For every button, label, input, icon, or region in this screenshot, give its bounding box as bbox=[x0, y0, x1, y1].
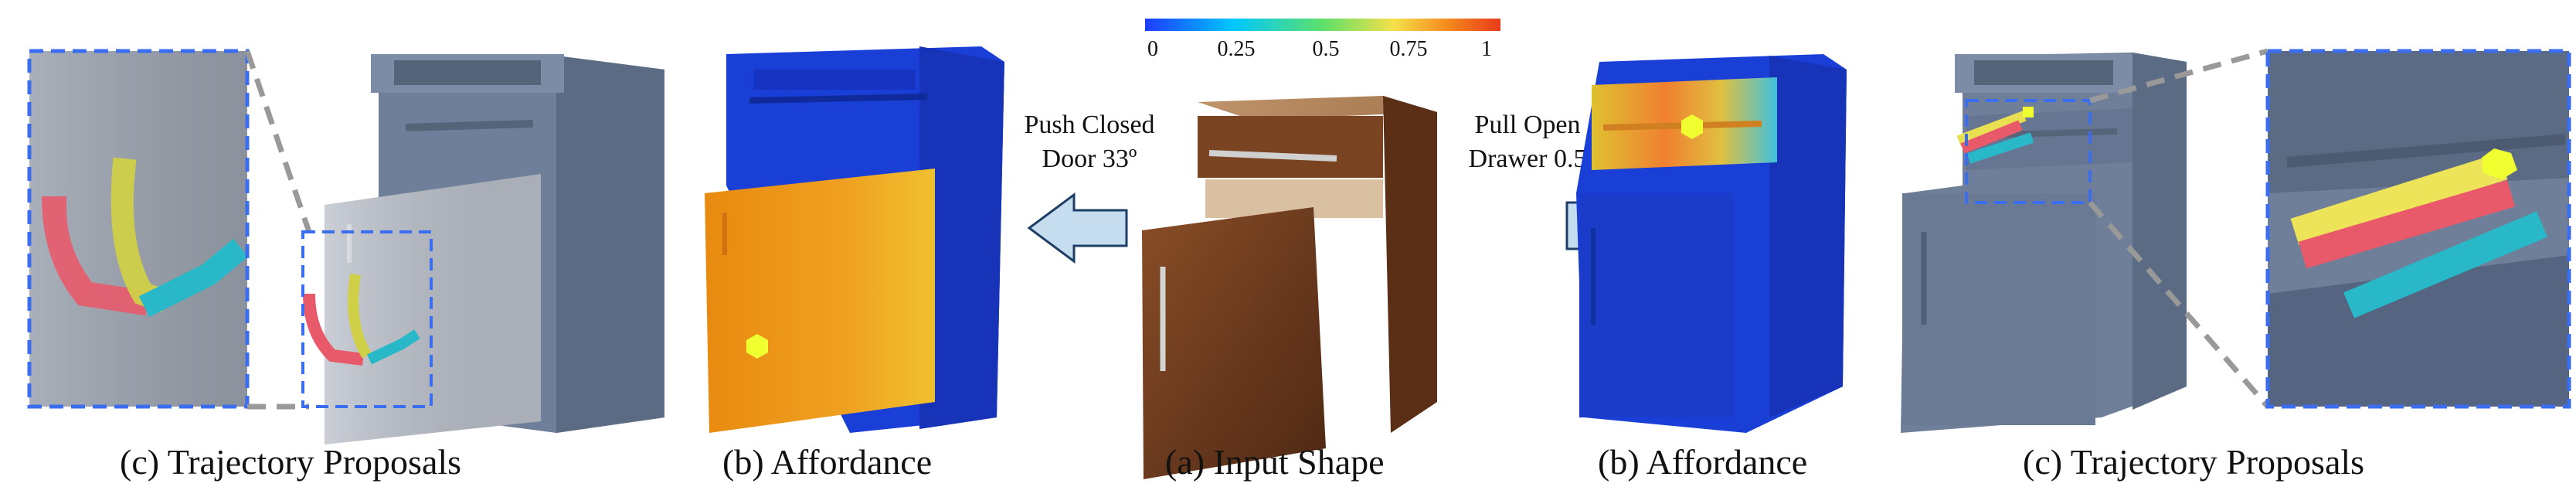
action-label-left: Push Closed Door 33º bbox=[1008, 108, 1171, 176]
wooden-cabinet bbox=[1142, 96, 1437, 479]
colorbar-tick-2: 0.5 bbox=[1312, 37, 1340, 61]
caption-input-shape: (a) Input Shape bbox=[1165, 442, 1385, 482]
action-right-line2: Drawer 0.5 bbox=[1468, 145, 1587, 173]
caption-trajectory-left: (c) Trajectory Proposals bbox=[120, 442, 462, 482]
action-left-line2: Door 33º bbox=[1042, 145, 1137, 173]
caption-affordance-right: (b) Affordance bbox=[1598, 442, 1808, 482]
cabinet-gray-right bbox=[1901, 53, 2187, 433]
action-left-line1: Push Closed bbox=[1024, 111, 1155, 139]
caption-trajectory-right: (c) Trajectory Proposals bbox=[2023, 442, 2365, 482]
colorbar-gradient bbox=[1145, 19, 1500, 31]
zoom-inset-left bbox=[27, 49, 250, 409]
action-label-right: Pull Open Drawer 0.5 bbox=[1446, 108, 1609, 176]
colorbar-tick-0: 0 bbox=[1147, 37, 1158, 61]
caption-affordance-left: (b) Affordance bbox=[722, 442, 933, 482]
cabinet-affordance-right bbox=[1576, 54, 1847, 433]
cabinet-gray-left bbox=[301, 54, 664, 444]
colorbar-tick-3: 0.75 bbox=[1389, 37, 1428, 61]
zoom-inset-right bbox=[2265, 49, 2571, 409]
cabinet-affordance-left bbox=[705, 46, 1004, 433]
action-right-line1: Pull Open bbox=[1474, 111, 1581, 139]
colorbar-tick-1: 0.25 bbox=[1217, 37, 1256, 61]
colorbar-tick-4: 1 bbox=[1481, 37, 1492, 61]
